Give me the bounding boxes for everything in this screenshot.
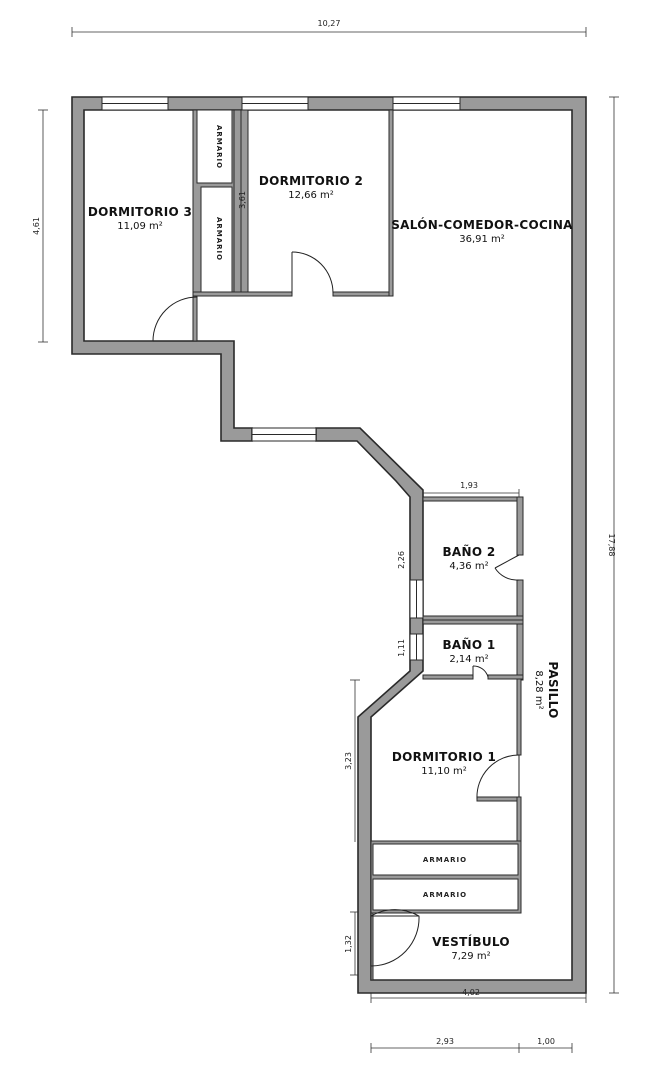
closet-label: ARMARIO (423, 856, 467, 864)
closet-label: ARMARIO (215, 125, 223, 169)
dimension-bottom-total: 4,02 (462, 988, 480, 997)
closet-label: ARMARIO (423, 891, 467, 899)
interior-walls (192, 109, 524, 981)
room-area-pasillo: 8,28 m² (533, 670, 544, 709)
room-name-dormitorio3: DORMITORIO 3 (88, 205, 192, 219)
closet-label: ARMARIO (215, 217, 223, 261)
room-area-bano2: 4,36 m² (449, 561, 488, 572)
room-name-bano2: BAÑO 2 (442, 544, 495, 559)
dimension-top-width: 10,27 (318, 19, 341, 28)
dimension-left-height: 4,61 (32, 217, 41, 235)
dimension-bottom-left: 2,93 (436, 1037, 454, 1046)
dimension-right-height: 17,88 (607, 534, 616, 557)
room-name-pasillo: PASILLO (546, 661, 560, 718)
room-name-dormitorio2: DORMITORIO 2 (259, 174, 363, 188)
room-area-salon: 36,91 m² (459, 234, 505, 245)
room-name-salon: SALÓN-COMEDOR-COCINA (391, 217, 573, 232)
room-area-vestibulo: 7,29 m² (451, 951, 490, 962)
dimension-vestibulo-height: 1,32 (344, 935, 353, 953)
dimension-bottom-right: 1,00 (537, 1037, 555, 1046)
doors (152, 251, 520, 967)
room-area-dormitorio2: 12,66 m² (288, 190, 334, 201)
room-area-dormitorio1: 11,10 m² (421, 766, 467, 777)
dimension-bano1-height: 1,11 (397, 639, 406, 657)
dimension-bano2-height: 2,26 (397, 551, 406, 569)
room-name-vestibulo: VESTÍBULO (432, 934, 510, 949)
room-area-dormitorio3: 11,09 m² (117, 221, 163, 232)
room-area-bano1: 2,14 m² (449, 654, 488, 665)
room-name-bano1: BAÑO 1 (442, 637, 495, 652)
dimension-dorm2-wall: 3,61 (238, 191, 247, 209)
windows (101, 96, 461, 661)
dimension-bano-width: 1,93 (460, 481, 478, 490)
room-name-dormitorio1: DORMITORIO 1 (392, 750, 496, 764)
dimension-dorm1-height: 3,23 (344, 752, 353, 770)
